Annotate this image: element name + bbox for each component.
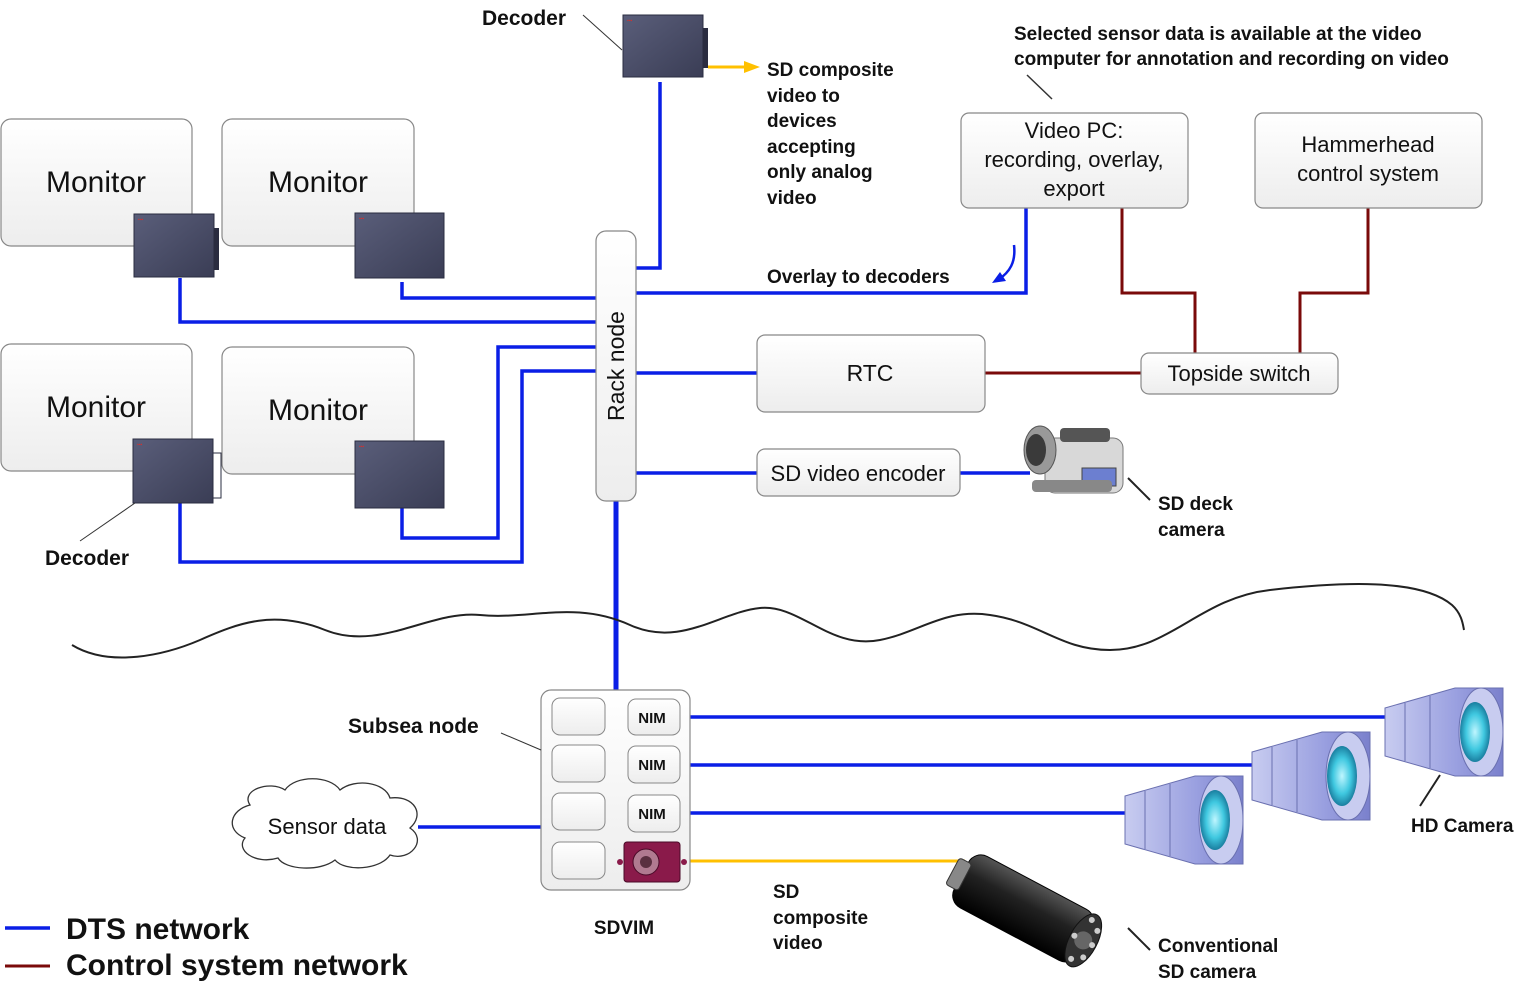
svg-text:Selected sensor data is availa: Selected sensor data is available at the… bbox=[1014, 24, 1422, 45]
svg-text:NIM: NIM bbox=[638, 806, 666, 823]
svg-text:video to: video to bbox=[767, 86, 840, 107]
rack-node: Rack node bbox=[595, 230, 637, 502]
svg-text:Video PC:: Video PC: bbox=[1025, 118, 1124, 143]
svg-text:SD camera: SD camera bbox=[1158, 962, 1257, 983]
decoder-monitor-bl: ▪▪▪ bbox=[132, 438, 222, 504]
sea-surface-wave bbox=[71, 583, 1465, 659]
svg-text:export: export bbox=[1043, 176, 1104, 201]
sd-composite-out-text: SD composite video to devices accepting … bbox=[767, 60, 894, 209]
analog-arrow-head bbox=[744, 61, 760, 73]
svg-text:only analog: only analog bbox=[767, 162, 873, 183]
decoder-bottom-label: Decoder bbox=[45, 547, 129, 570]
hd-camera-3 bbox=[1124, 775, 1244, 865]
conventional-camera-leader bbox=[1127, 927, 1151, 951]
dts-line-monitor-bl bbox=[178, 369, 596, 564]
sd-deck-camera-label: SD deck camera bbox=[1158, 494, 1233, 541]
svg-text:SD: SD bbox=[773, 882, 799, 903]
svg-text:recording, overlay,: recording, overlay, bbox=[984, 147, 1163, 172]
svg-text:NIM: NIM bbox=[638, 757, 666, 774]
subsea-node-leader bbox=[500, 732, 542, 751]
svg-text:RTC: RTC bbox=[847, 360, 894, 386]
legend: DTS network Control system network bbox=[5, 913, 408, 982]
sd-video-encoder-box: SD video encoder bbox=[756, 448, 961, 497]
sdvim-module bbox=[617, 841, 687, 883]
svg-text:Sensor data: Sensor data bbox=[268, 814, 387, 839]
conventional-sd-camera-icon bbox=[946, 854, 1103, 968]
decoder-monitor-tr: ▪▪▪ bbox=[354, 212, 445, 279]
legend-control-label: Control system network bbox=[66, 949, 408, 982]
svg-text:devices: devices bbox=[767, 111, 837, 132]
svg-text:NIM: NIM bbox=[638, 710, 666, 727]
decoder-top-leader bbox=[582, 14, 623, 51]
sd-deck-camera-icon bbox=[1023, 425, 1124, 494]
hd-camera-2 bbox=[1251, 731, 1371, 821]
svg-text:SD video encoder: SD video encoder bbox=[771, 461, 946, 486]
nim-1: NIM bbox=[627, 698, 681, 736]
hammerhead-box: Hammerhead control system bbox=[1254, 112, 1483, 209]
svg-text:accepting: accepting bbox=[767, 137, 856, 158]
ctrl-line-hammerhead bbox=[1298, 207, 1370, 353]
svg-text:Hammerhead: Hammerhead bbox=[1301, 132, 1434, 157]
legend-dts-label: DTS network bbox=[66, 913, 250, 946]
sensor-note: Selected sensor data is available at the… bbox=[1014, 24, 1449, 70]
svg-text:computer for annotation and re: computer for annotation and recording on… bbox=[1014, 49, 1449, 70]
analog-video-lines bbox=[688, 65, 965, 863]
svg-text:▪▪▪: ▪▪▪ bbox=[138, 217, 144, 223]
overlay-label: Overlay to decoders bbox=[767, 267, 950, 288]
topside-switch-box: Topside switch bbox=[1140, 352, 1339, 395]
dts-line-decoder-top bbox=[636, 82, 662, 270]
dts-line-overlay bbox=[636, 207, 1028, 295]
svg-text:SD composite: SD composite bbox=[767, 60, 894, 81]
svg-text:Topside switch: Topside switch bbox=[1167, 361, 1310, 386]
subsea-node-label: Subsea node bbox=[348, 715, 479, 738]
monitor-label: Monitor bbox=[46, 391, 146, 424]
monitor-label: Monitor bbox=[268, 394, 368, 427]
decoder-top: ▪▪▪ bbox=[622, 14, 708, 78]
dts-line-monitor-tr bbox=[400, 282, 596, 300]
svg-text:video: video bbox=[767, 188, 817, 209]
decoder-monitor-tl: ▪▪▪ bbox=[133, 213, 219, 278]
decoder-bottom-leader bbox=[79, 502, 136, 542]
svg-text:camera: camera bbox=[1158, 520, 1225, 541]
sd-composite-video-label: SD composite video bbox=[773, 882, 868, 954]
nim-2: NIM bbox=[627, 745, 681, 784]
ctrl-line-videopc bbox=[1120, 207, 1197, 353]
monitor-label: Monitor bbox=[46, 166, 146, 199]
conventional-sd-camera-label: Conventional SD camera bbox=[1158, 936, 1278, 983]
svg-text:Conventional: Conventional bbox=[1158, 936, 1278, 957]
deck-camera-leader bbox=[1127, 477, 1151, 501]
dts-network-lines bbox=[178, 82, 1385, 829]
monitor-label: Monitor bbox=[268, 166, 368, 199]
hd-camera-1 bbox=[1384, 687, 1504, 777]
decoder-monitor-br: ▪▪▪ bbox=[354, 440, 445, 509]
video-pc-box: Video PC: recording, overlay, export bbox=[960, 112, 1189, 209]
sdvim-label: SDVIM bbox=[594, 918, 654, 939]
dts-line-monitor-br bbox=[400, 345, 596, 540]
svg-text:▪▪▪: ▪▪▪ bbox=[627, 18, 633, 24]
hd-camera-leader bbox=[1419, 774, 1441, 807]
svg-text:composite: composite bbox=[773, 908, 868, 929]
dts-line-monitor-tl bbox=[178, 278, 596, 324]
subsea-node: NIM NIM NIM bbox=[540, 689, 691, 891]
overlay-arrow-head bbox=[992, 272, 1006, 283]
svg-text:control system: control system bbox=[1297, 161, 1439, 186]
svg-text:▪▪▪: ▪▪▪ bbox=[359, 444, 365, 450]
control-network-lines bbox=[985, 207, 1370, 375]
hd-camera-label: HD Camera bbox=[1411, 816, 1514, 837]
rtc-box: RTC bbox=[756, 334, 986, 413]
sensor-note-leader bbox=[1026, 74, 1053, 100]
decoder-top-label: Decoder bbox=[482, 7, 566, 30]
svg-text:▪▪▪: ▪▪▪ bbox=[137, 442, 143, 448]
sensor-data-cloud: Sensor data bbox=[231, 778, 418, 869]
svg-text:SD deck: SD deck bbox=[1158, 494, 1233, 515]
svg-text:video: video bbox=[773, 933, 823, 954]
svg-text:▪▪▪: ▪▪▪ bbox=[359, 216, 365, 222]
nim-3: NIM bbox=[627, 794, 681, 833]
rack-node-label: Rack node bbox=[603, 311, 629, 421]
